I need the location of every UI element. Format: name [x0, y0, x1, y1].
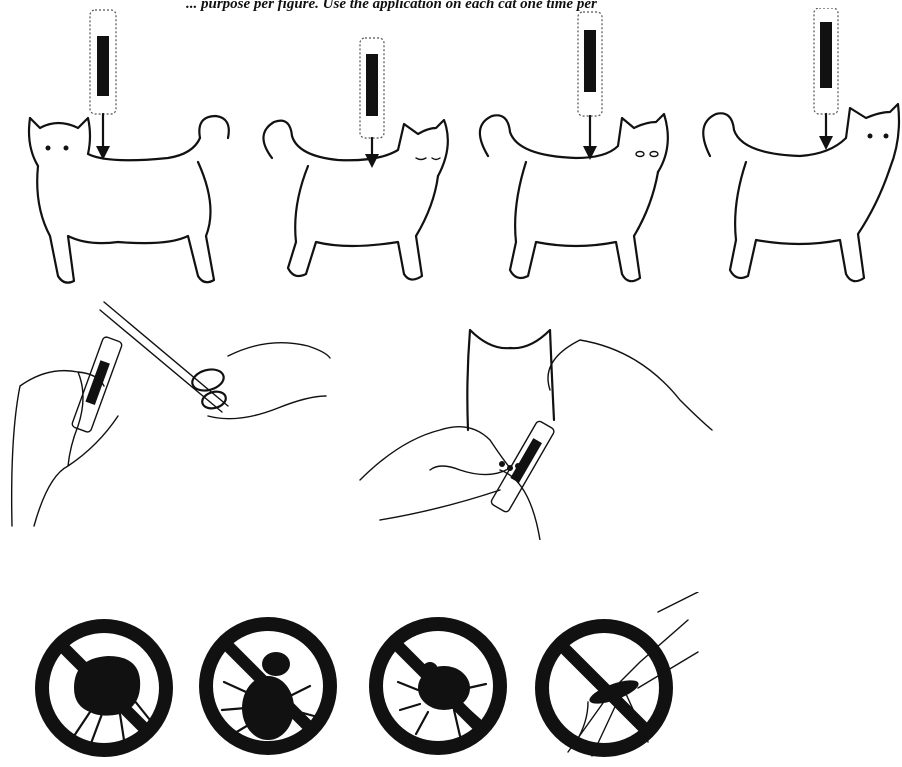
cat-with-applicator-icon [248, 36, 458, 292]
hands-apply-pipette-icon [340, 320, 720, 540]
no-louse-panel [196, 612, 342, 760]
cat-with-applicator-icon [690, 8, 902, 294]
cat-panel-4 [690, 8, 902, 294]
no-flea-panel [30, 614, 180, 760]
hands-cut-pipette-icon [8, 296, 338, 536]
hands-cut-panel [8, 296, 338, 536]
no-mosquito-panel [528, 592, 714, 762]
cat-panel-2 [248, 36, 458, 292]
cat-panel-3 [466, 6, 680, 294]
no-flea-icon [30, 614, 180, 760]
no-tick-panel [364, 612, 514, 760]
cat-panel-1 [18, 6, 240, 294]
no-mosquito-icon [528, 592, 714, 762]
no-tick-icon [364, 612, 514, 760]
no-louse-icon [196, 612, 342, 760]
cat-with-applicator-icon [18, 6, 240, 294]
cat-with-applicator-icon [466, 6, 680, 294]
hands-apply-panel [340, 320, 720, 540]
